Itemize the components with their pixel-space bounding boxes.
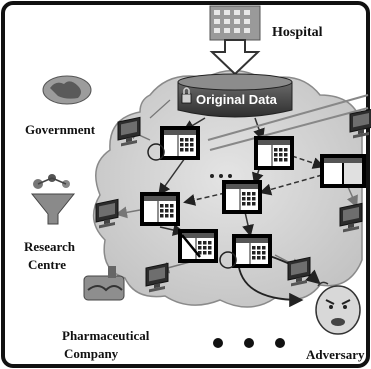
adversary-label-clip: Adversary [306, 347, 365, 362]
handshake-icon [83, 266, 125, 301]
computer-monitor-icon [95, 198, 119, 229]
research-label-line1: Research [24, 239, 76, 254]
hospital-label: Hospital [272, 25, 323, 40]
computer-group [95, 108, 371, 293]
original-data-label: Original Data [196, 92, 278, 107]
ellipsis-dots-bottom [213, 338, 285, 348]
computer-monitor-icon [339, 202, 363, 233]
dataset-group [140, 126, 366, 269]
lock-icon [181, 87, 192, 104]
data-table-window-icon [219, 234, 272, 269]
data-table-window-icon [140, 192, 180, 226]
hospital-building-icon [209, 5, 261, 41]
data-table-window-icon [178, 229, 218, 263]
computer-monitor-icon [117, 116, 141, 147]
data-table-window-icon [222, 180, 262, 214]
pharma-label-line2: Company [64, 346, 119, 361]
database-cylinder-icon [177, 73, 293, 118]
pharma-label-line1: Pharmaceutical [62, 328, 150, 343]
computer-monitor-icon [287, 256, 311, 287]
adversary-label: Adversary [306, 347, 365, 362]
data-table-window-icon [320, 154, 366, 188]
computer-monitor-icon [145, 262, 169, 293]
research-label-line2: Centre [28, 257, 66, 272]
molecule-funnel-icon [30, 174, 76, 225]
computer-monitor-icon [349, 108, 371, 139]
data-table-window-icon [254, 136, 294, 170]
government-label: Government [25, 122, 96, 137]
data-table-window-icon [147, 126, 200, 161]
ellipsis-dots-center [210, 174, 232, 178]
world-map-icon [42, 75, 92, 105]
angry-face-icon [315, 281, 361, 335]
hospital-down-arrow [209, 39, 261, 76]
